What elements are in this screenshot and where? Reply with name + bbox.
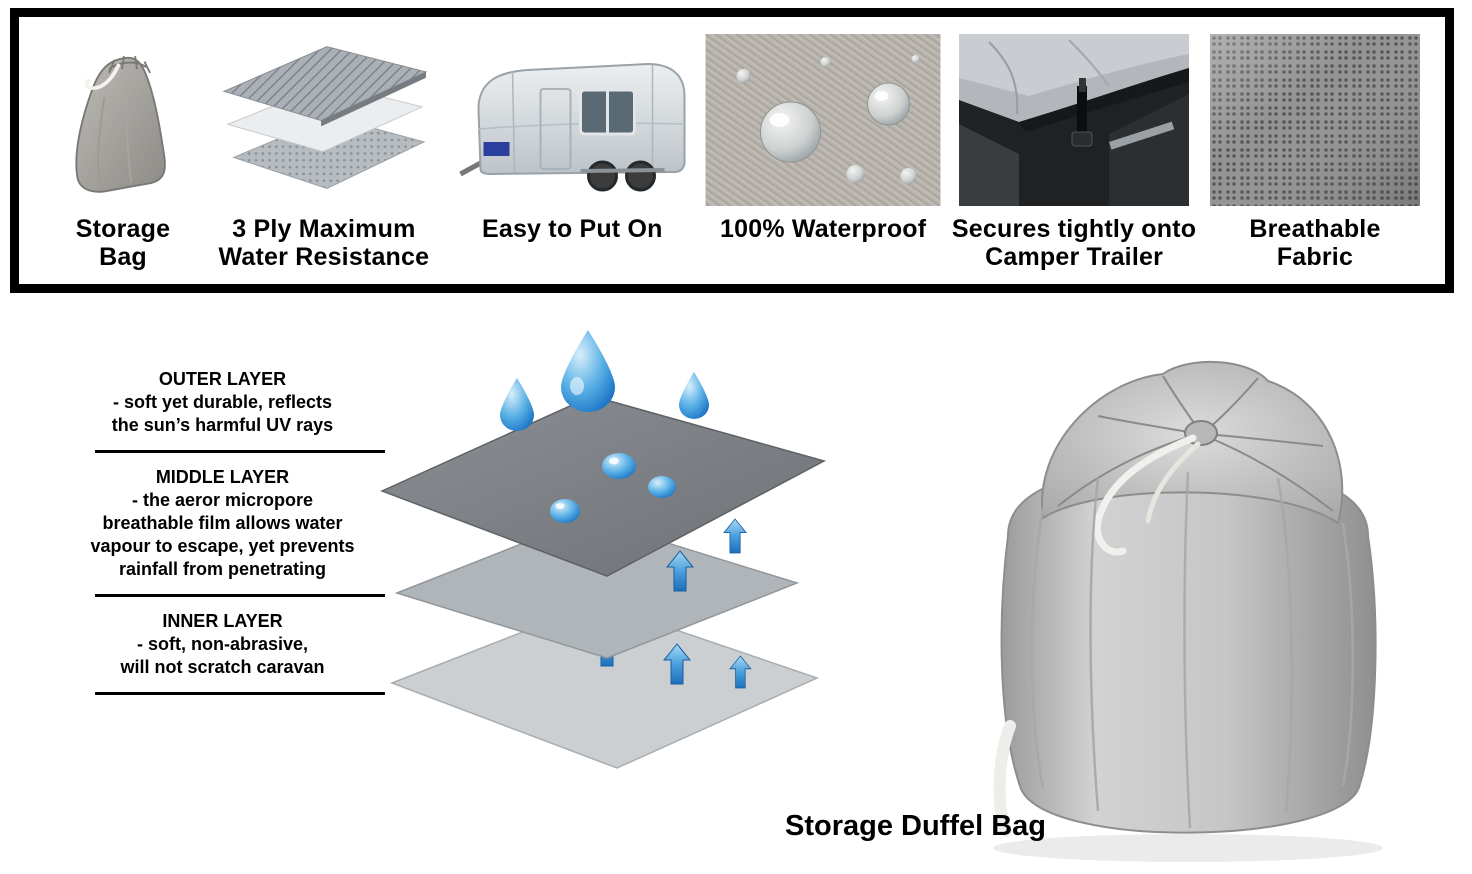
layers-description: OUTER LAYER - soft yet durable, reflects… (55, 368, 390, 708)
feature-label: Breathable Fabric (1249, 215, 1381, 271)
breathable-fabric-image (1209, 31, 1421, 209)
feature-label: Easy to Put On (481, 215, 663, 243)
feature-breathable: Breathable Fabric (1205, 31, 1425, 271)
feature-label: 100% Waterproof (720, 215, 927, 243)
feature-waterproof: 100% Waterproof (703, 31, 943, 243)
duffel-caption: Storage Duffel Bag (784, 810, 1047, 842)
layer-title: INNER LAYER (162, 610, 283, 631)
divider (95, 594, 385, 597)
water-droplet-icon (561, 330, 615, 412)
storage-duffel-bag-icon (993, 360, 1383, 862)
layer-sheets-diagram-icon (380, 330, 827, 769)
storage-bag-icon (75, 55, 166, 193)
water-droplet-icon (550, 499, 580, 523)
feature-storage-bag: Storage Bag (43, 31, 203, 271)
water-droplets-fabric-icon (705, 34, 941, 206)
inner-layer-block: INNER LAYER - soft, non-abrasive, will n… (55, 610, 390, 695)
secure-strap-icon (959, 34, 1190, 206)
feature-secures: Secures tightly onto Camper Trailer (947, 31, 1202, 271)
three-ply-image (209, 31, 439, 209)
waterproof-image (704, 31, 942, 209)
storage-bag-image (53, 31, 193, 209)
water-droplet-icon (602, 453, 636, 479)
feature-three-ply: 3 Ply Maximum Water Resistance (206, 31, 441, 271)
camper-image (450, 31, 695, 209)
camper-trailer-cover-icon (459, 62, 686, 192)
three-layer-diagram (372, 326, 832, 778)
feature-label: 3 Ply Maximum Water Resistance (218, 215, 430, 271)
water-droplet-icon (679, 372, 709, 419)
three-ply-layers-icon (222, 46, 428, 190)
water-droplet-icon (500, 378, 534, 431)
outer-layer-block: OUTER LAYER - soft yet durable, reflects… (55, 368, 390, 453)
breathable-fabric-icon (1209, 34, 1420, 206)
layer-description: - soft, non-abrasive, will not scratch c… (120, 634, 325, 678)
bag-strap (993, 720, 1016, 837)
layer-description: - soft yet durable, reflects the sun’s h… (111, 392, 334, 436)
divider (95, 450, 385, 453)
layer-title: OUTER LAYER (158, 369, 287, 389)
feature-label: Secures tightly onto Camper Trailer (951, 215, 1197, 271)
secure-strap-image (958, 31, 1190, 209)
vapour-arrow-icon (723, 518, 747, 554)
feature-strip: Storage Bag (10, 8, 1454, 293)
middle-layer-block: MIDDLE LAYER - the aeror micropore breat… (55, 466, 390, 597)
feature-easy-put-on: Easy to Put On (445, 31, 700, 243)
layer-title: MIDDLE LAYER (155, 466, 290, 487)
drawstring-rope (1093, 434, 1197, 556)
layer-description: - the aeror micropore breathable film al… (90, 490, 355, 580)
water-droplet-icon (648, 476, 676, 498)
divider (95, 692, 385, 695)
feature-label: Storage Bag (75, 215, 171, 271)
outer-layer-sheet (380, 395, 827, 577)
storage-duffel-bag-image (948, 306, 1428, 870)
